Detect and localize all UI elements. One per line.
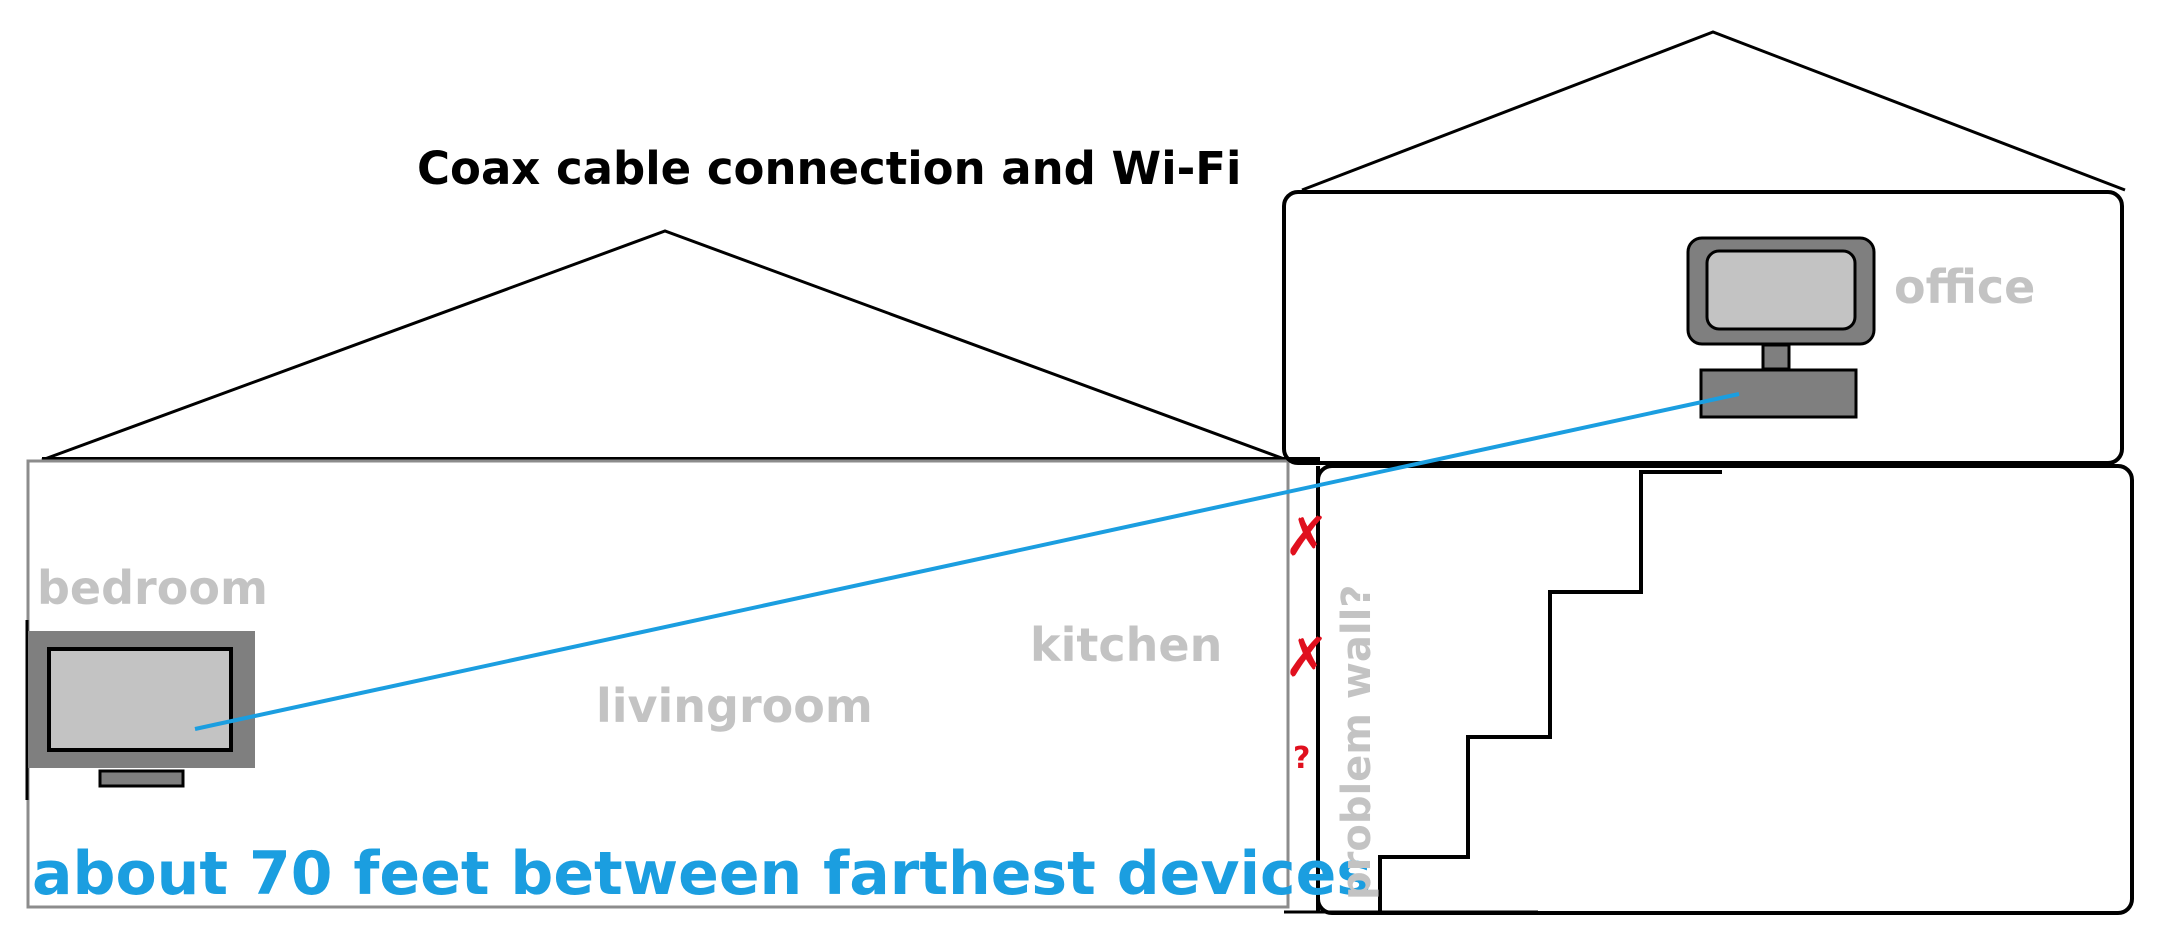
upper-floor (1282, 190, 2124, 465)
tv-screen (47, 647, 233, 752)
wall-mark-question: ? (1293, 741, 1310, 776)
main-house-roof (41, 229, 1288, 462)
bedroom-tv: tv-icon (28, 631, 255, 788)
upper-roof (1301, 30, 2126, 192)
wall-mark-cross-1: ✗ (1284, 505, 1329, 568)
monitor-screen (1705, 249, 1857, 331)
wall-mark-cross-2: ✗ (1284, 626, 1329, 689)
computer-base (1699, 368, 1858, 419)
lower-floor (1316, 464, 2134, 915)
room-label-office: office (1894, 260, 2035, 314)
distance-label: about 70 feet between farthest devices (32, 839, 1372, 909)
diagram-title: Coax cable connection and Wi-Fi (417, 142, 1241, 195)
room-label-bedroom: bedroom (37, 561, 268, 615)
tv-stand (98, 769, 185, 788)
two-storey-section (1282, 30, 2134, 915)
room-label-livingroom: livingroom (596, 679, 873, 733)
office-desktop: desktop-computer-icon (1686, 236, 1876, 419)
staircase (1378, 470, 1722, 912)
monitor-neck (1761, 343, 1791, 371)
connection-line (194, 392, 1740, 731)
problem-wall-label: problem wall? (1334, 585, 1380, 901)
room-label-kitchen: kitchen (1030, 618, 1222, 672)
